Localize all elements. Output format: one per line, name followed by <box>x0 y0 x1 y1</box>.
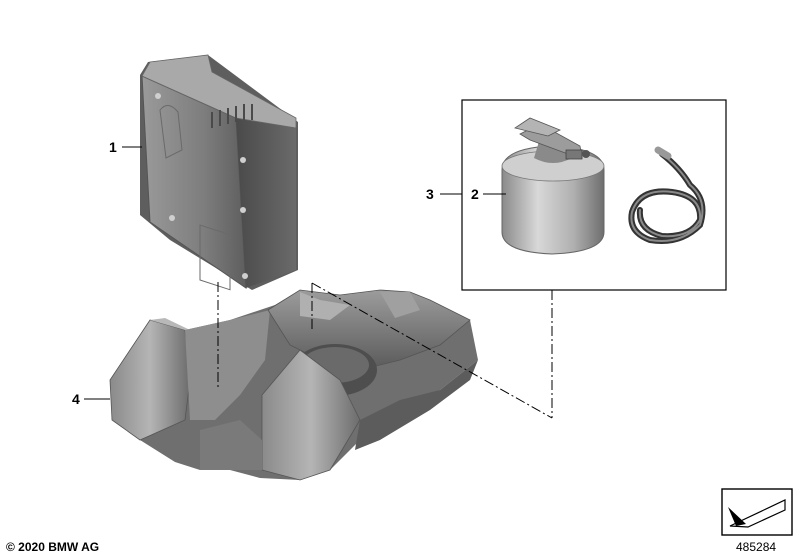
callout-3: 3 <box>426 186 434 202</box>
sealant-bottle <box>501 117 605 255</box>
image-number: 485284 <box>736 540 777 554</box>
return-arrow-icon <box>721 488 793 536</box>
callout-1: 1 <box>109 139 117 155</box>
foam-tray <box>109 289 478 481</box>
callout-4: 4 <box>72 391 80 407</box>
callout-2: 2 <box>471 186 479 202</box>
kit-group-frame <box>461 99 727 291</box>
copyright-text: © 2020 BMW AG <box>6 540 100 554</box>
compressor-unit <box>140 54 298 291</box>
coiled-hose <box>628 146 706 244</box>
